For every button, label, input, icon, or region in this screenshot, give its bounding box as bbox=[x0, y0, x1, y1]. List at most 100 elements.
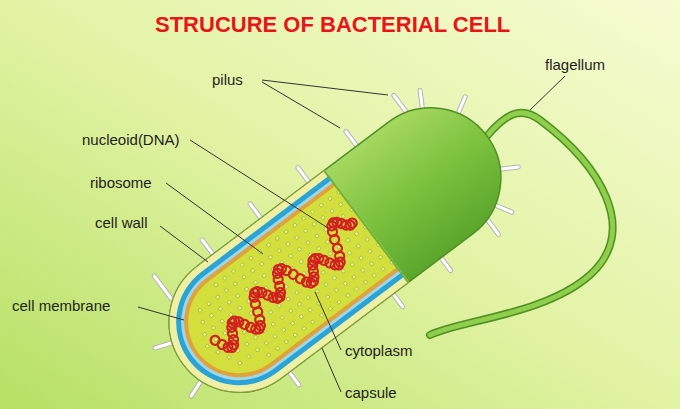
part-label: nucleoid(DNA) bbox=[82, 131, 180, 149]
ribosome-dot bbox=[281, 327, 286, 332]
ribosome-dot bbox=[332, 275, 337, 280]
ribosome-dot bbox=[259, 261, 264, 266]
ribosome-dot bbox=[319, 203, 324, 208]
part-label: flagellum bbox=[545, 56, 605, 74]
capsule-layer bbox=[141, 154, 421, 409]
ribosome-dot bbox=[363, 280, 368, 285]
ribosome-dot bbox=[373, 230, 378, 235]
ribosome-dot bbox=[301, 216, 306, 221]
ribosome-dot bbox=[266, 352, 271, 357]
ribosome-dot bbox=[337, 299, 342, 304]
ribosome-dot bbox=[328, 251, 333, 256]
ribosome-dot bbox=[347, 195, 352, 200]
dna-loop bbox=[318, 254, 331, 267]
ribosome-dot bbox=[206, 301, 211, 306]
pilus-outline bbox=[154, 276, 171, 298]
ribosome-dot bbox=[288, 308, 293, 313]
ribosome-dot bbox=[306, 240, 311, 245]
dna-loop bbox=[344, 219, 357, 232]
part-label: pilus bbox=[212, 71, 243, 89]
ribosome-dot bbox=[211, 325, 216, 330]
ribosome-dot bbox=[198, 308, 203, 313]
ribosome-dot bbox=[231, 269, 236, 274]
ribosome-dot bbox=[215, 295, 220, 300]
ribosome-dot bbox=[381, 266, 386, 271]
ribosome-dot bbox=[237, 360, 242, 365]
ribosome-dot bbox=[387, 248, 392, 253]
ribosome-dot bbox=[328, 306, 333, 311]
ribosome-dot bbox=[358, 255, 363, 260]
cytoplasm-area bbox=[168, 154, 421, 394]
dna-loop bbox=[238, 318, 251, 331]
ribosome-dot bbox=[213, 282, 218, 287]
dna-loop bbox=[346, 217, 359, 230]
ribosome-dot bbox=[369, 261, 374, 266]
ribosome-dot bbox=[202, 332, 207, 337]
ribosome-dot bbox=[200, 320, 205, 325]
dna-loop bbox=[256, 286, 269, 299]
ribosome-dot bbox=[286, 297, 291, 302]
ribosome-dot bbox=[306, 295, 311, 300]
ribosome-dot bbox=[354, 231, 359, 236]
ribosome-dot bbox=[321, 215, 326, 220]
ribosome-dot bbox=[253, 335, 258, 340]
ribosome-dot bbox=[328, 196, 333, 201]
ribosome-dot bbox=[329, 208, 334, 213]
ribosome-dot bbox=[372, 273, 377, 278]
ribosome-dot bbox=[297, 247, 302, 252]
ribosome-dot bbox=[303, 228, 308, 233]
ribosome-dot bbox=[319, 313, 324, 318]
ribosome-dot bbox=[285, 242, 290, 247]
ribosome-dot bbox=[334, 288, 339, 293]
ribosome-dot bbox=[350, 262, 355, 267]
ribosome-dot bbox=[360, 213, 365, 218]
part-label: ribosome bbox=[90, 174, 152, 192]
ribosome-dot bbox=[288, 253, 293, 258]
ribosome-dot bbox=[218, 306, 223, 311]
ribosome-dot bbox=[301, 326, 306, 331]
ribosome-dot bbox=[299, 259, 304, 264]
membrane-layer bbox=[162, 154, 421, 399]
ribosome-dot bbox=[367, 249, 372, 254]
title: STRUCURE OF BACTERIAL CELL bbox=[155, 12, 510, 38]
ribosome-dot bbox=[272, 334, 277, 339]
ribosome-dot bbox=[356, 244, 361, 249]
ribosome-dot bbox=[316, 246, 321, 251]
dna-loop bbox=[261, 289, 274, 302]
leader-lines bbox=[138, 76, 565, 392]
ribosome-dot bbox=[290, 321, 295, 326]
ribosome-dot bbox=[299, 314, 304, 319]
ribosome-dot bbox=[235, 293, 240, 298]
ribosome-dot bbox=[347, 250, 352, 255]
ribosome-dot bbox=[325, 294, 330, 299]
ribosome-dot bbox=[271, 322, 276, 327]
ribosome-dot bbox=[227, 355, 232, 360]
ribosome-dot bbox=[268, 255, 273, 260]
ribosome-dot bbox=[284, 229, 289, 234]
ribosome-dot bbox=[314, 234, 319, 239]
ribosome-dot bbox=[354, 286, 359, 291]
ribosome-dot bbox=[255, 347, 260, 352]
ribosome-dot bbox=[292, 223, 297, 228]
ribosome-dot bbox=[310, 319, 315, 324]
ribosome-dot bbox=[279, 315, 284, 320]
dna-loop bbox=[307, 254, 320, 267]
ribosome-dot bbox=[294, 290, 299, 295]
ribosome-dot bbox=[248, 256, 253, 261]
part-label: cell membrane bbox=[12, 297, 110, 315]
ribosome-dot bbox=[293, 333, 298, 338]
ribosome-dot bbox=[310, 209, 315, 214]
ribosome-dot bbox=[294, 235, 299, 240]
cutaway bbox=[141, 154, 421, 409]
ribosome-dot bbox=[264, 341, 269, 346]
ribosome-dot bbox=[338, 202, 343, 207]
ribosome-dot bbox=[205, 344, 210, 349]
ribosome-dot bbox=[244, 286, 249, 291]
ribosome-dot bbox=[360, 268, 365, 273]
ribosome-dot bbox=[308, 308, 313, 313]
ribosome-dot bbox=[215, 350, 220, 355]
ribosome-dot bbox=[220, 319, 225, 324]
ribosome-dot bbox=[275, 236, 280, 241]
ribosome-dot bbox=[277, 248, 282, 253]
